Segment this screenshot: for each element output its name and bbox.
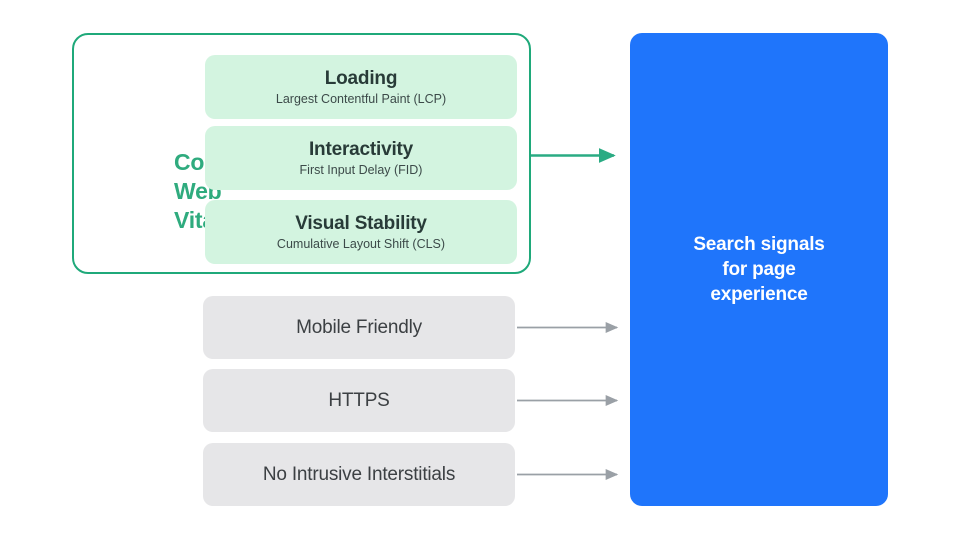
metric-card-loading-title: Loading: [324, 67, 398, 89]
metric-card-interactivity-title: Interactivity: [308, 138, 414, 160]
metric-card-interactivity[interactable]: Interactivity First Input Delay (FID): [205, 126, 517, 190]
metric-card-loading-subtitle: Largest Contentful Paint (LCP): [275, 91, 447, 106]
metric-card-interactivity-subtitle: First Input Delay (FID): [299, 162, 423, 177]
search-signals-panel-text: Search signals for page experience: [693, 234, 825, 305]
signal-card-mobile-friendly-label: Mobile Friendly: [296, 316, 422, 338]
search-signals-panel[interactable]: Search signals for page experience: [630, 33, 888, 506]
core-web-vitals-group: Core Web Vitals Loading Largest Contentf…: [72, 33, 531, 274]
signal-card-https[interactable]: HTTPS: [203, 369, 515, 432]
signal-card-no-intrusive-interstitials[interactable]: No Intrusive Interstitials: [203, 443, 515, 506]
metric-card-visual-stability-title: Visual Stability: [295, 212, 427, 234]
signal-card-mobile-friendly[interactable]: Mobile Friendly: [203, 296, 515, 359]
signal-card-no-intrusive-interstitials-label: No Intrusive Interstitials: [262, 463, 456, 485]
metric-card-visual-stability-subtitle: Cumulative Layout Shift (CLS): [276, 236, 446, 251]
metric-card-loading[interactable]: Loading Largest Contentful Paint (LCP): [205, 55, 517, 119]
metric-card-visual-stability[interactable]: Visual Stability Cumulative Layout Shift…: [205, 200, 517, 264]
signal-card-https-label: HTTPS: [328, 389, 390, 411]
